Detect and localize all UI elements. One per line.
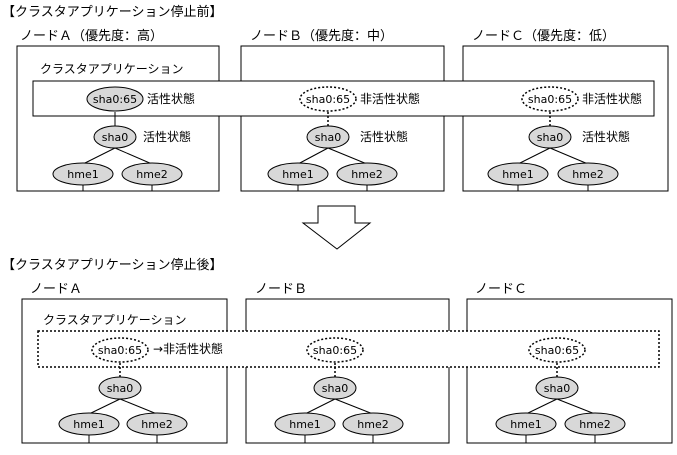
before-node-a-title: ノードＡ（優先度：高）: [20, 28, 163, 44]
before-b-virtual-if-label: sha0:65: [306, 93, 350, 106]
before-node-c-box: [462, 45, 669, 192]
after-c-parent-if-label: sha0: [544, 382, 570, 395]
before-b-nic-2: [336, 162, 398, 186]
after-b-nic-1: [274, 412, 336, 436]
before-a-parent-state: 活性状態: [143, 129, 191, 144]
after-b-parent-if-label: sha0: [322, 382, 348, 395]
after-c-nic-1: [495, 412, 557, 436]
after-b-nic-2-label: hme2: [357, 418, 388, 431]
after-c-nic-1-label: hme1: [510, 418, 541, 431]
after-a-nic-2-label: hme2: [141, 418, 172, 431]
after-b-link-hme1: [304, 398, 336, 415]
before-c-nic-2: [557, 162, 619, 186]
before-a-virtual-state: 活性状態: [147, 91, 195, 106]
after-c-virtual-if: [528, 337, 586, 363]
after-node-b-title: ノードＢ: [255, 282, 307, 297]
before-c-parent-if-label: sha0: [537, 131, 563, 144]
before-a-nic-1-label: hme1: [67, 168, 98, 181]
after-b-parent-if: [313, 376, 357, 400]
after-b-link-hme2: [334, 398, 374, 415]
after-b-nic-1-label: hme1: [289, 418, 320, 431]
before-a-link-hme1: [82, 147, 116, 165]
before-c-parent-state: 活性状態: [582, 129, 630, 144]
after-node-c-box: [466, 298, 673, 444]
before-node-c-title: ノードＣ（優先度：低）: [472, 28, 615, 44]
before-heading: 【クラスタアプリケーション停止前】: [2, 4, 222, 20]
after-c-nic-2: [564, 412, 626, 436]
before-c-nic-1: [487, 162, 549, 186]
before-a-nic-2: [121, 162, 183, 186]
before-c-nic-1-label: hme1: [502, 168, 533, 181]
after-a-parent-if: [98, 376, 142, 400]
after-c-link-hme2: [556, 398, 596, 415]
after-a-nic-1: [58, 412, 120, 436]
before-b-virtual-if: [299, 86, 357, 112]
before-a-nic-2-label: hme2: [136, 168, 167, 181]
before-b-nic-1: [267, 162, 329, 186]
before-b-nic-2-label: hme2: [351, 168, 382, 181]
before-a-virtual-if: [86, 86, 144, 112]
before-c-virtual-state: 非活性状態: [582, 91, 642, 106]
before-node-b-box: [240, 45, 445, 192]
before-b-link-hme2: [327, 147, 368, 165]
after-node-a-box: [21, 298, 228, 444]
before-b-link-hme1: [297, 147, 329, 165]
before-b-nic-1-label: hme1: [282, 168, 313, 181]
after-b-virtual-if: [306, 337, 364, 363]
before-a-virtual-if-label: sha0:65: [93, 93, 137, 106]
after-a-virtual-if-label: sha0:65: [98, 344, 142, 357]
before-c-parent-if: [528, 125, 572, 149]
before-c-link-hme1: [517, 147, 551, 165]
before-c-virtual-if: [521, 86, 579, 112]
before-c-nic-2-label: hme2: [572, 168, 603, 181]
before-cluster-label: クラスタアプリケーション: [40, 62, 184, 76]
before-c-link-hme2: [549, 147, 589, 165]
after-b-virtual-if-label: sha0:65: [313, 344, 357, 357]
after-heading: 【クラスタアプリケーション停止後】: [2, 257, 222, 273]
after-a-virtual-if: [91, 337, 149, 363]
after-node-b-box: [245, 298, 450, 444]
after-c-virtual-if-label: sha0:65: [535, 344, 579, 357]
after-a-link-hme1: [88, 398, 121, 415]
after-a-parent-if-label: sha0: [107, 382, 133, 395]
before-b-parent-state: 活性状態: [360, 129, 408, 144]
before-a-parent-if-label: sha0: [102, 131, 128, 144]
before-b-virtual-state: 非活性状態: [360, 91, 420, 106]
after-node-a-title: ノードＡ: [30, 282, 82, 297]
after-c-link-hme1: [525, 398, 558, 415]
before-a-parent-if: [93, 125, 137, 149]
before-a-link-hme2: [114, 147, 153, 165]
after-a-virtual-state: →非活性状態: [153, 341, 223, 356]
before-b-parent-if: [306, 125, 350, 149]
down-arrow-icon: [301, 205, 372, 250]
before-a-nic-1: [52, 162, 114, 186]
before-node-b-title: ノードＢ（優先度：中）: [250, 28, 393, 44]
after-c-nic-2-label: hme2: [579, 418, 610, 431]
after-c-parent-if: [535, 376, 579, 400]
before-b-parent-if-label: sha0: [315, 131, 341, 144]
after-a-nic-1-label: hme1: [73, 418, 104, 431]
before-c-virtual-if-label: sha0:65: [528, 93, 572, 106]
after-cluster-label: クラスタアプリケーション: [43, 313, 187, 327]
after-a-link-hme2: [119, 398, 158, 415]
after-a-nic-2: [126, 412, 188, 436]
after-b-nic-2: [342, 412, 404, 436]
after-node-c-title: ノードＣ: [475, 282, 527, 297]
before-node-a-box: [16, 45, 220, 192]
